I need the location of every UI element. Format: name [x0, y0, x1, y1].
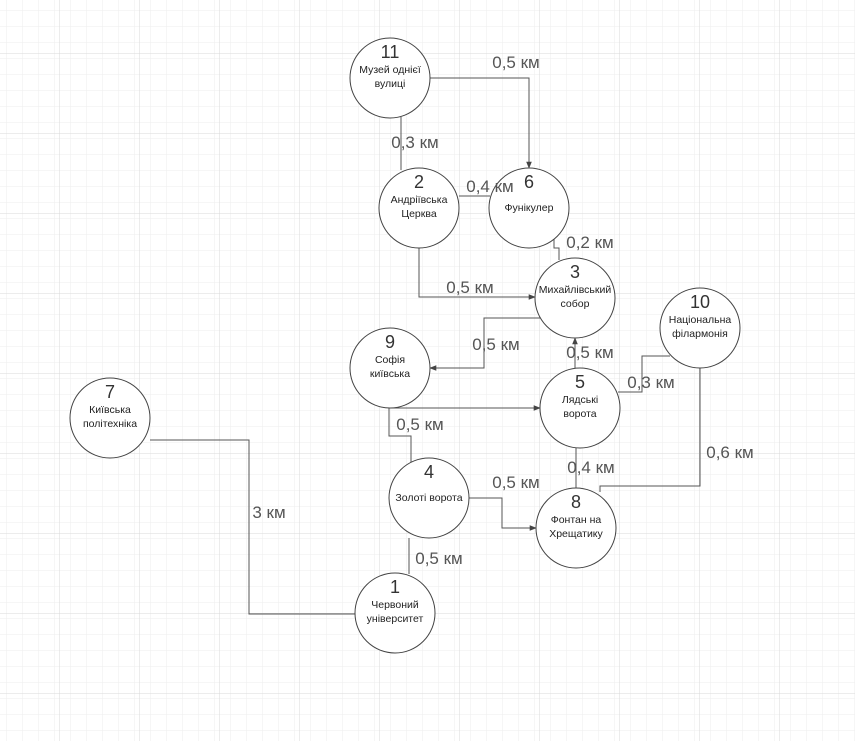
- node-name-line: Музей однієї: [359, 64, 421, 76]
- node-number: 6: [524, 172, 534, 192]
- node-circle[interactable]: [659, 287, 741, 369]
- node-number: 9: [385, 332, 395, 352]
- node-name-line: Національна: [669, 314, 732, 326]
- edge-label-7-1: 3 км: [252, 503, 285, 522]
- node-number: 5: [575, 372, 585, 392]
- edge-3-9: [429, 317, 545, 371]
- edge-label-4-8: 0,5 км: [492, 473, 539, 492]
- node-circle[interactable]: [349, 327, 431, 409]
- edge-7-1: [150, 439, 355, 615]
- edge-label-5-3: 0,5 км: [566, 343, 613, 362]
- node-name-line: Михайлівський: [539, 284, 612, 296]
- edge-label-11-2: 0,3 км: [391, 133, 438, 152]
- node-number: 11: [381, 42, 400, 62]
- node-name-line: Фунікулер: [505, 202, 554, 214]
- edge-label-9-4: 0,5 км: [396, 415, 443, 434]
- node-name-line: філармонія: [672, 328, 728, 340]
- node-circle[interactable]: [535, 487, 617, 569]
- node-name-line: Андріївська: [391, 194, 448, 206]
- node-number: 10: [690, 292, 710, 312]
- node-number: 8: [571, 492, 581, 512]
- edge-label-10-5: 0,3 км: [627, 373, 674, 392]
- node-name-line: Київська: [89, 404, 131, 416]
- node-circle[interactable]: [539, 367, 621, 449]
- node-name-line: Хрещатику: [549, 528, 603, 540]
- node-name-line: Лядські: [562, 394, 598, 406]
- node-circle[interactable]: [534, 257, 616, 339]
- node-number: 4: [424, 462, 434, 482]
- edge-label-10-8: 0,6 км: [706, 443, 753, 462]
- node-name-line: ворота: [563, 408, 596, 420]
- node-name-line: Фонтан на: [551, 514, 602, 526]
- edge-11-6: [430, 77, 532, 169]
- edge-10-5: [618, 355, 670, 393]
- node-circle[interactable]: [388, 457, 470, 539]
- node-circle[interactable]: [349, 37, 431, 119]
- node-circle[interactable]: [354, 572, 436, 654]
- edge-4-8: [469, 497, 537, 531]
- edge-label-2-6: 0,4 км: [466, 177, 513, 196]
- edge-6-3: [553, 238, 560, 260]
- node-number: 1: [390, 577, 400, 597]
- node-name-line: Софія: [375, 354, 405, 366]
- edge-label-2-3: 0,5 км: [446, 278, 493, 297]
- edge-label-3-9: 0,5 км: [472, 335, 519, 354]
- edges-layer: [150, 77, 701, 615]
- node-number: 7: [105, 382, 115, 402]
- node-number: 2: [414, 172, 424, 192]
- edge-9-4: [388, 408, 412, 462]
- node-circle[interactable]: [378, 167, 460, 249]
- node-name-line: вулиці: [375, 78, 406, 90]
- edge-label-6-3: 0,2 км: [566, 233, 613, 252]
- edge-10-8: [599, 368, 701, 492]
- edge-labels-layer: 0,5 км 0,3 км 0,4 км 0,2 км 0,5 км 0,5 км 0,5 …: [252, 53, 753, 568]
- node-name-line: собор: [561, 298, 590, 310]
- node-circle[interactable]: [488, 167, 570, 249]
- edge-2-3: [418, 248, 536, 300]
- node-name-line: університет: [367, 613, 424, 625]
- edge-label-5-8: 0,4 км: [567, 458, 614, 477]
- node-name-line: політехніка: [83, 418, 137, 430]
- node-name-line: Церква: [401, 208, 437, 220]
- node-circle[interactable]: [69, 377, 151, 459]
- edge-label-11-6: 0,5 км: [492, 53, 539, 72]
- node-name-line: Червоний: [371, 599, 419, 611]
- node-name-line: Золоті ворота: [395, 492, 462, 504]
- node-name-line: київська: [370, 368, 410, 380]
- node-number: 3: [570, 262, 580, 282]
- edge-label-4-1: 0,5 км: [415, 549, 462, 568]
